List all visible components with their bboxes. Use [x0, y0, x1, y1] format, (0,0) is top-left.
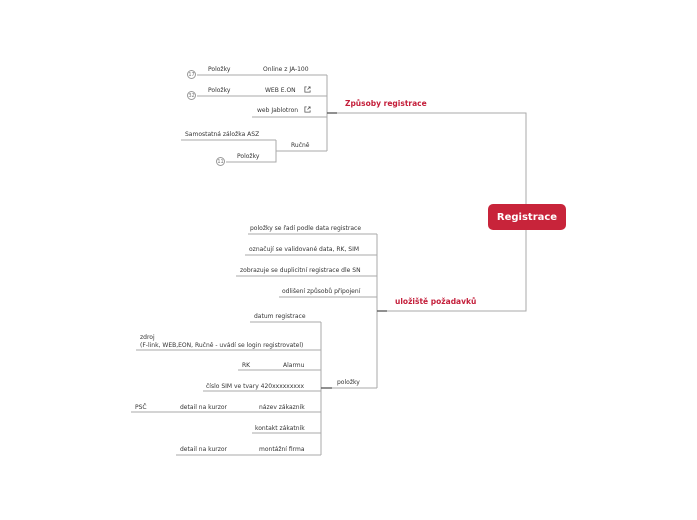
count-badge-11: 11 — [216, 157, 225, 166]
connector-root-to-uloziste — [377, 230, 527, 312]
node-cislo-sim[interactable]: číslo SIM ve tvary 420xxxxxxxxx — [206, 383, 305, 390]
node-kontakt-zakatnik[interactable]: kontakt zákatník — [255, 425, 305, 432]
node-polozky-17[interactable]: Položky — [208, 66, 231, 73]
node-odliseni-zpusobu[interactable]: odlišení způsobů připojení — [282, 288, 361, 295]
branch-zpusoby-registrace[interactable]: Způsoby registrace — [345, 99, 427, 108]
node-rucne[interactable]: Ručně — [291, 142, 310, 149]
external-link-icon[interactable] — [304, 86, 311, 93]
node-oznacuji-se[interactable]: označují se validované data, RK, SIM — [249, 246, 360, 253]
root-node[interactable]: Registrace — [488, 204, 566, 230]
connector-root-to-zpusoby — [337, 112, 527, 204]
node-detail-na-kurzor-2[interactable]: detail na kurzor — [180, 446, 228, 453]
node-online-ja100[interactable]: Online z JA-100 — [263, 66, 309, 73]
branch-uloziste-pozadavku[interactable]: uložiště požadavků — [395, 297, 477, 306]
node-polozky-11[interactable]: Položky — [237, 153, 260, 160]
node-rk[interactable]: RK — [242, 362, 251, 369]
node-alarmu[interactable]: Alarmu — [283, 362, 305, 369]
node-samostatna-zalozka-asz[interactable]: Samostatná záložka ASZ — [185, 131, 260, 138]
root-label: Registrace — [496, 211, 558, 223]
node-polozky-32[interactable]: Položky — [208, 87, 231, 94]
node-web-jablotron[interactable]: web Jablotron — [257, 107, 299, 114]
node-web-eon[interactable]: WEB E.ON — [265, 87, 296, 94]
node-nazev-zakaznik[interactable]: název zákazník — [259, 404, 305, 411]
node-zdroj[interactable]: zdroj (F-link, WEB,EON, Ručně - uvádí se… — [140, 334, 304, 349]
node-montazni-firma[interactable]: montážní firma — [259, 446, 305, 453]
node-detail-na-kurzor-1[interactable]: detail na kurzor — [180, 404, 228, 411]
node-datum-registrace[interactable]: datum registrace — [254, 313, 306, 320]
count-badge-32: 32 — [187, 91, 196, 100]
node-polozky-se-radi[interactable]: položky se řadí podle data registrace — [250, 225, 362, 232]
external-link-icon[interactable] — [304, 106, 311, 113]
count-badge-17: 17 — [187, 70, 196, 79]
node-zobrazuje-se-duplicitni[interactable]: zobrazuje se duplicitní registrace dle S… — [240, 267, 361, 274]
node-psc[interactable]: PSČ — [135, 404, 147, 411]
node-polozky[interactable]: položky — [337, 379, 360, 386]
